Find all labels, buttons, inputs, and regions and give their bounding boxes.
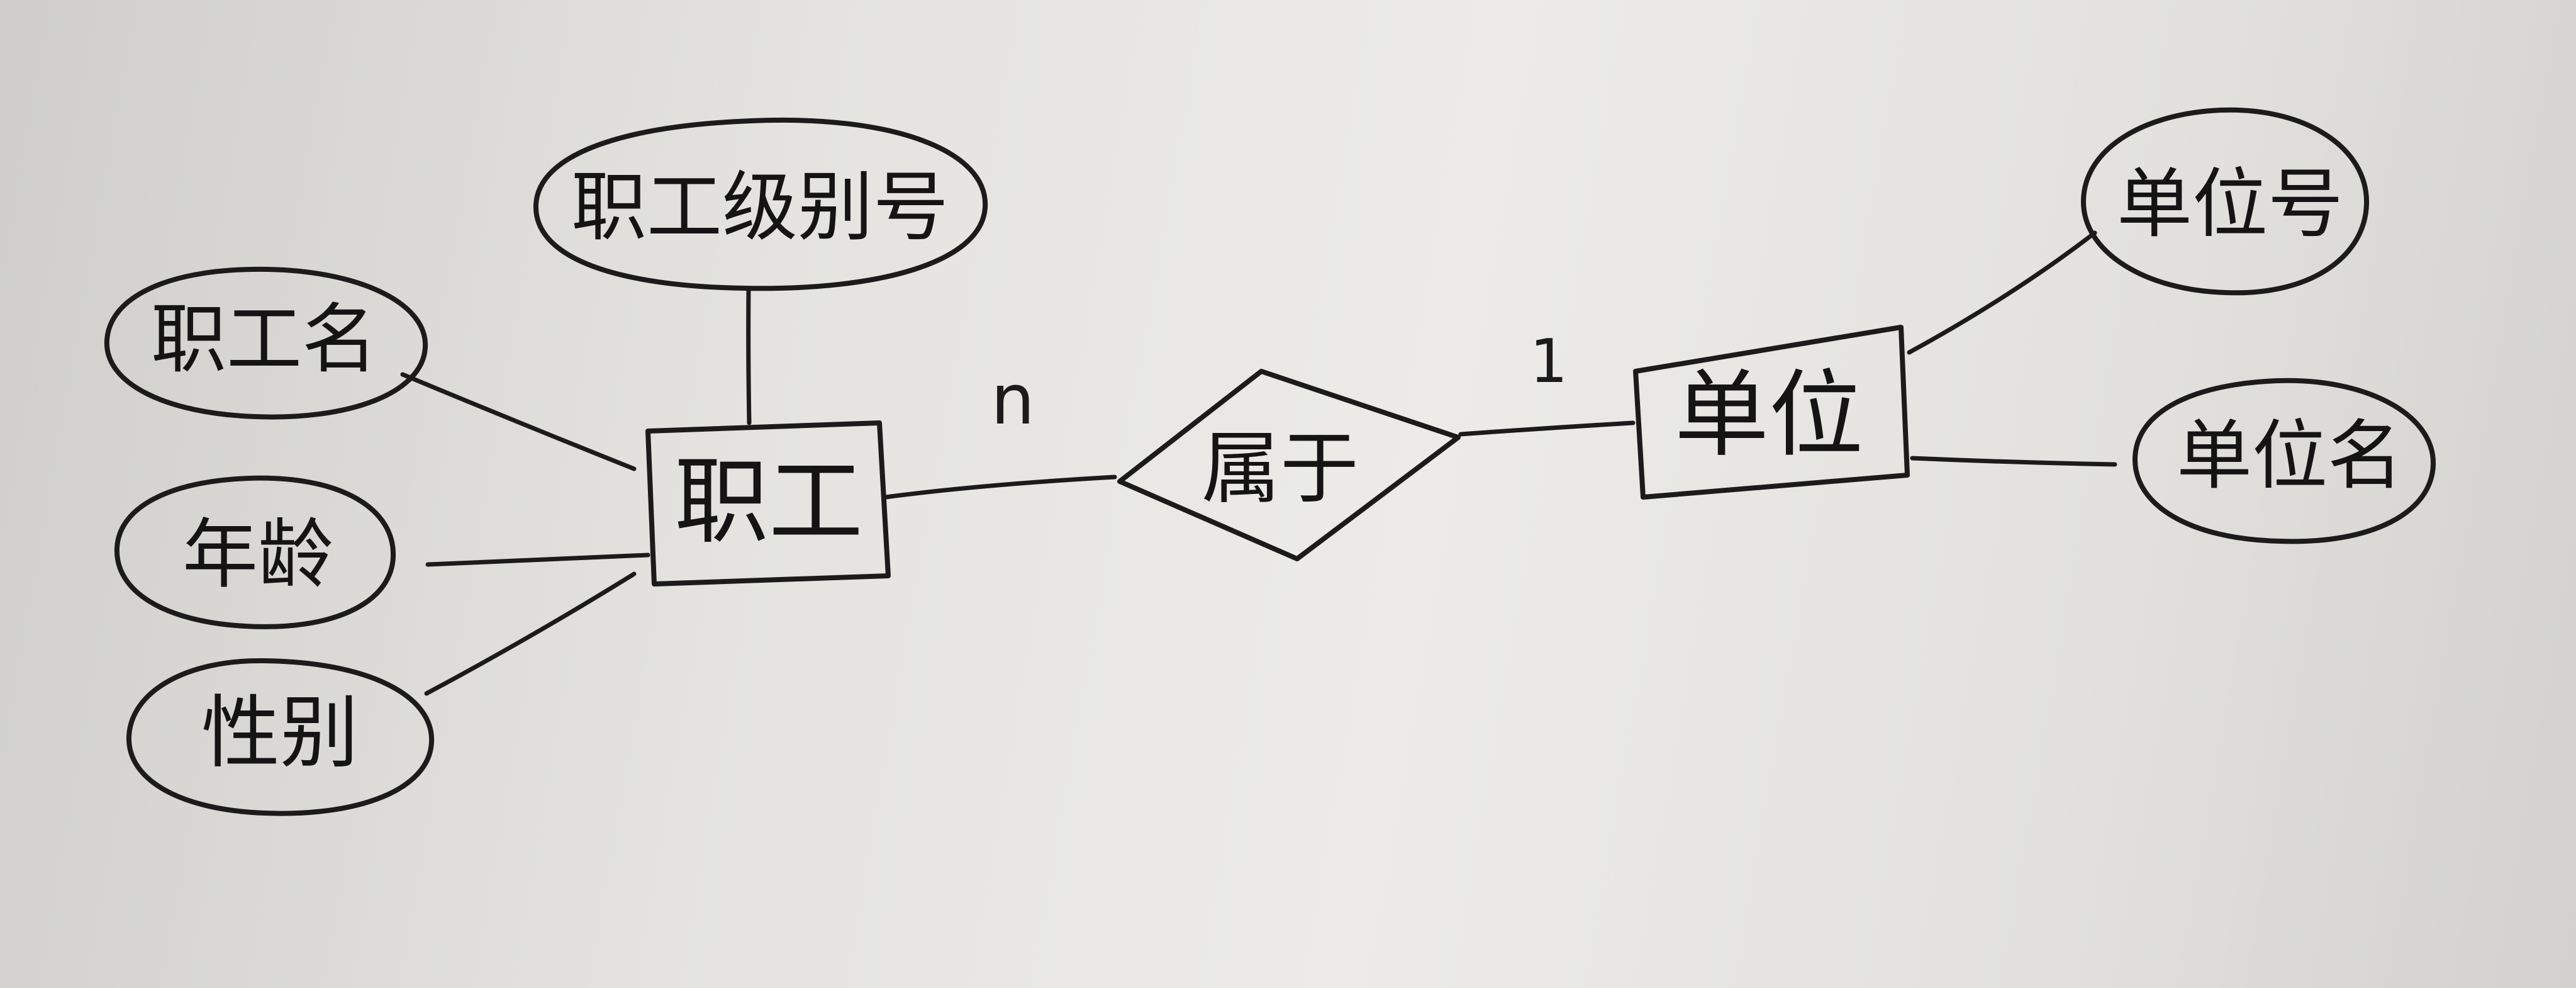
attribute-employee-level-no: 职工级别号	[533, 117, 988, 291]
attribute-age-label: 年龄	[182, 512, 333, 599]
attribute-employee-level-no-label: 职工级别号	[571, 164, 949, 252]
attribute-unit-no-label: 单位号	[2117, 161, 2343, 249]
cardinality-unit-side: 1	[1530, 327, 1568, 396]
attribute-employee-level-no-ellipse	[533, 117, 988, 291]
link-age-to-employee	[425, 553, 650, 567]
entity-employee: 职工	[645, 420, 891, 587]
link-unit-to-unit-no	[1907, 230, 2097, 355]
attribute-employee-name-ellipse	[104, 266, 428, 420]
cardinality-employee-side: n	[991, 359, 1035, 440]
relationship-belongs-to: 属于	[1117, 369, 1461, 561]
attribute-unit-name: 单位名	[2132, 378, 2436, 544]
attribute-employee-name: 职工名	[104, 266, 428, 420]
attribute-employee-name-label: 职工名	[151, 296, 377, 384]
relationship-diamond	[1117, 369, 1461, 561]
attribute-age-ellipse	[114, 475, 396, 629]
link-employee-to-relationship	[883, 474, 1117, 500]
relationship-label: 属于	[1202, 424, 1359, 515]
attribute-unit-name-ellipse	[2132, 378, 2436, 544]
link-unit-to-unit-name	[1910, 456, 2117, 467]
entity-unit-label: 单位	[1675, 361, 1863, 470]
link-gender-to-employee	[424, 571, 637, 696]
attribute-gender-label: 性别	[201, 688, 359, 779]
attribute-unit-no: 单位号	[2080, 107, 2370, 296]
entity-employee-box	[645, 420, 891, 587]
entity-employee-label: 职工	[674, 447, 863, 557]
entity-unit: 单位	[1633, 325, 1910, 500]
attribute-gender-ellipse	[126, 658, 435, 816]
attribute-unit-no-ellipse	[2080, 107, 2370, 296]
link-name-to-employee	[400, 372, 637, 471]
attribute-unit-name-label: 单位名	[2177, 413, 2403, 500]
entity-unit-box	[1633, 325, 1910, 500]
link-relationship-to-unit	[1458, 420, 1636, 437]
attribute-gender: 性别	[126, 658, 435, 816]
attribute-age: 年龄	[114, 475, 396, 629]
